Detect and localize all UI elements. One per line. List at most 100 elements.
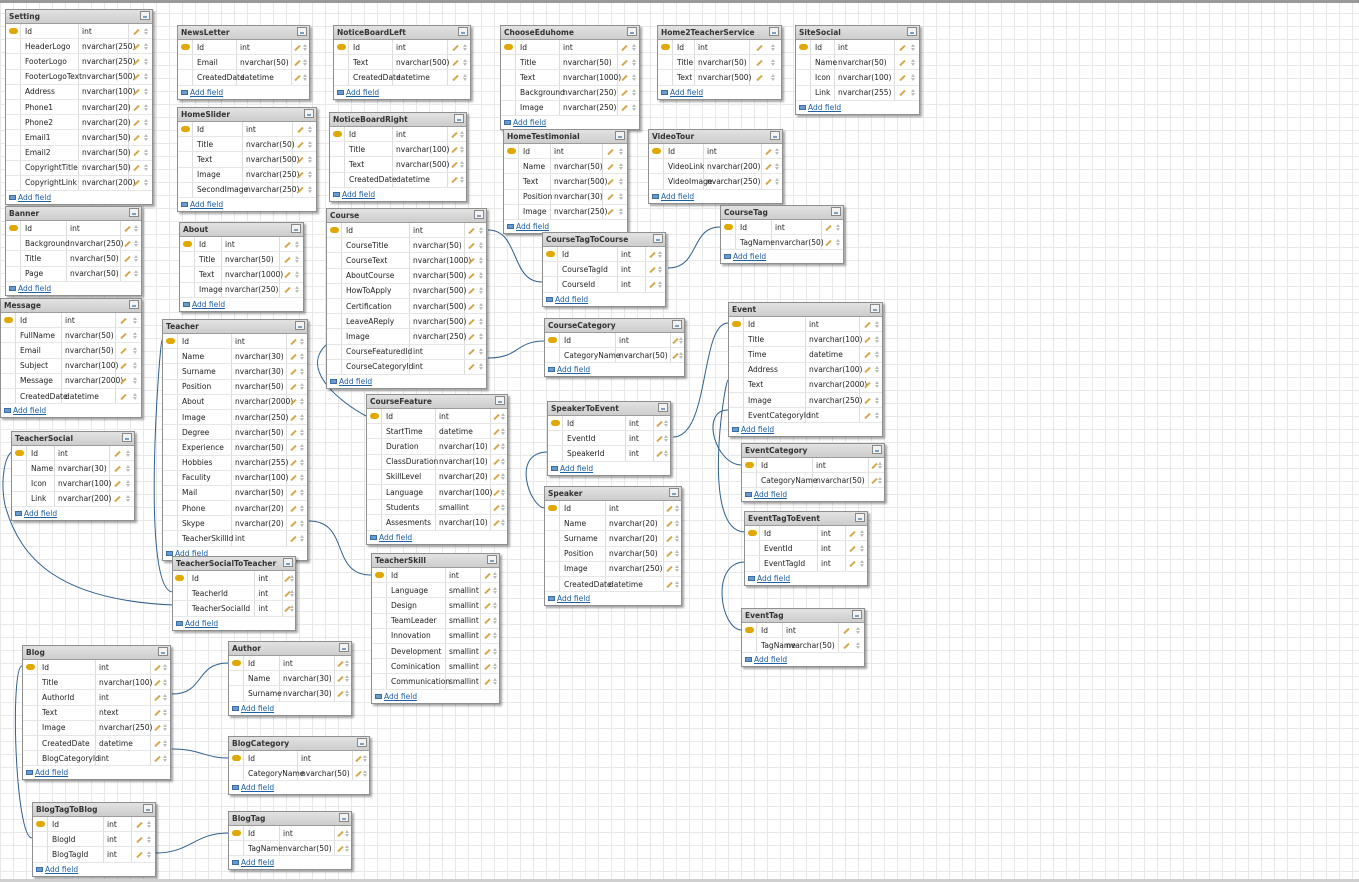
field-type[interactable]: nvarchar(50) [606, 546, 664, 561]
table-image-icon[interactable] [487, 555, 497, 564]
reorder-arrows-icon[interactable] [478, 348, 484, 356]
table-image-icon[interactable] [872, 445, 882, 454]
field-name[interactable]: Id [244, 656, 280, 671]
reorder-arrows-icon[interactable] [771, 73, 776, 81]
table-header[interactable]: Teacher [163, 320, 307, 334]
field-name[interactable]: Image [178, 409, 232, 425]
field-type[interactable]: int [96, 660, 151, 675]
field-type[interactable]: nvarchar(200) [55, 491, 111, 506]
reorder-arrows-icon[interactable] [300, 337, 305, 345]
field-type[interactable]: nvarchar(50) [62, 343, 116, 358]
field-name[interactable]: SpeakerId [563, 446, 626, 461]
field-type[interactable]: nvarchar(50) [410, 238, 465, 253]
field-type[interactable]: nvarchar(2000) [232, 394, 293, 409]
field-name[interactable]: EventId [760, 541, 818, 556]
field-name[interactable]: Text [349, 55, 393, 70]
edit-pencil-icon[interactable] [848, 545, 855, 552]
reorder-arrows-icon[interactable] [300, 428, 305, 436]
field-type[interactable]: nvarchar(20) [436, 469, 491, 484]
edit-pencil-icon[interactable] [863, 351, 870, 358]
table-image-icon[interactable] [855, 513, 865, 522]
edit-pencil-icon[interactable] [898, 74, 905, 81]
table-header[interactable]: Setting [6, 10, 152, 24]
field-type[interactable]: nvarchar(100) [79, 84, 135, 99]
edit-pencil-icon[interactable] [153, 664, 160, 671]
edit-pencil-icon[interactable] [123, 225, 130, 232]
reorder-arrows-icon[interactable] [771, 58, 776, 66]
field-name[interactable]: Id [195, 237, 222, 252]
reorder-arrows-icon[interactable] [126, 495, 131, 503]
field-type[interactable]: nvarchar(20) [232, 501, 287, 516]
add-field-link[interactable]: Add field [729, 423, 882, 436]
edit-pencil-icon[interactable] [132, 134, 139, 141]
add-field-link[interactable]: Add field [334, 86, 470, 99]
field-name[interactable]: Email2 [21, 145, 79, 160]
field-type[interactable]: nvarchar(20) [232, 516, 287, 531]
edit-pencil-icon[interactable] [153, 694, 160, 701]
edit-pencil-icon[interactable] [467, 242, 474, 249]
field-type[interactable]: int [818, 526, 846, 541]
table-image-icon[interactable] [474, 210, 484, 219]
edit-pencil-icon[interactable] [655, 435, 662, 442]
field-type[interactable]: nvarchar(250) [560, 100, 618, 115]
field-name[interactable]: Email [16, 343, 62, 358]
field-name[interactable]: CreatedDate [193, 70, 245, 85]
field-type[interactable]: int [55, 446, 110, 461]
reorder-arrows-icon[interactable] [492, 632, 498, 640]
edit-pencil-icon[interactable] [119, 377, 126, 384]
field-type[interactable]: smallint [446, 598, 481, 613]
reorder-arrows-icon[interactable] [345, 674, 350, 682]
reorder-arrows-icon[interactable] [147, 850, 152, 858]
table-image-icon[interactable] [658, 403, 668, 412]
add-field-link[interactable]: Add field [745, 572, 867, 585]
field-type[interactable]: nvarchar(500) [410, 314, 466, 329]
add-field-link[interactable]: Add field [6, 191, 152, 204]
reorder-arrows-icon[interactable] [911, 58, 916, 66]
field-type[interactable]: smallint [446, 628, 481, 643]
edit-pencil-icon[interactable] [451, 74, 458, 81]
edit-pencil-icon[interactable] [863, 397, 870, 404]
table-header[interactable]: Author [229, 642, 351, 656]
field-type[interactable]: nvarchar(250) [96, 720, 152, 735]
edit-pencil-icon[interactable] [648, 251, 655, 258]
edit-pencil-icon[interactable] [483, 587, 490, 594]
field-name[interactable]: CopyrightLink [21, 175, 79, 191]
field-type[interactable]: datetime [393, 70, 448, 85]
reorder-arrows-icon[interactable] [874, 366, 880, 374]
field-name[interactable]: Name [244, 671, 280, 686]
edit-pencil-icon[interactable] [665, 520, 672, 527]
reorder-arrows-icon[interactable] [308, 186, 313, 194]
edit-pencil-icon[interactable] [283, 605, 290, 612]
table-image-icon[interactable] [357, 738, 367, 747]
reorder-arrows-icon[interactable] [308, 140, 313, 148]
field-name[interactable]: Name [811, 55, 837, 70]
edit-pencil-icon[interactable] [336, 845, 343, 852]
edit-pencil-icon[interactable] [289, 489, 296, 496]
field-type[interactable]: nvarchar(100) [393, 142, 449, 157]
field-type[interactable]: nvarchar(200) [704, 159, 762, 174]
field-type[interactable]: nvarchar(255) [835, 85, 895, 100]
edit-pencil-icon[interactable] [492, 473, 499, 480]
field-type[interactable]: ntext [96, 705, 151, 720]
edit-pencil-icon[interactable] [153, 724, 160, 731]
